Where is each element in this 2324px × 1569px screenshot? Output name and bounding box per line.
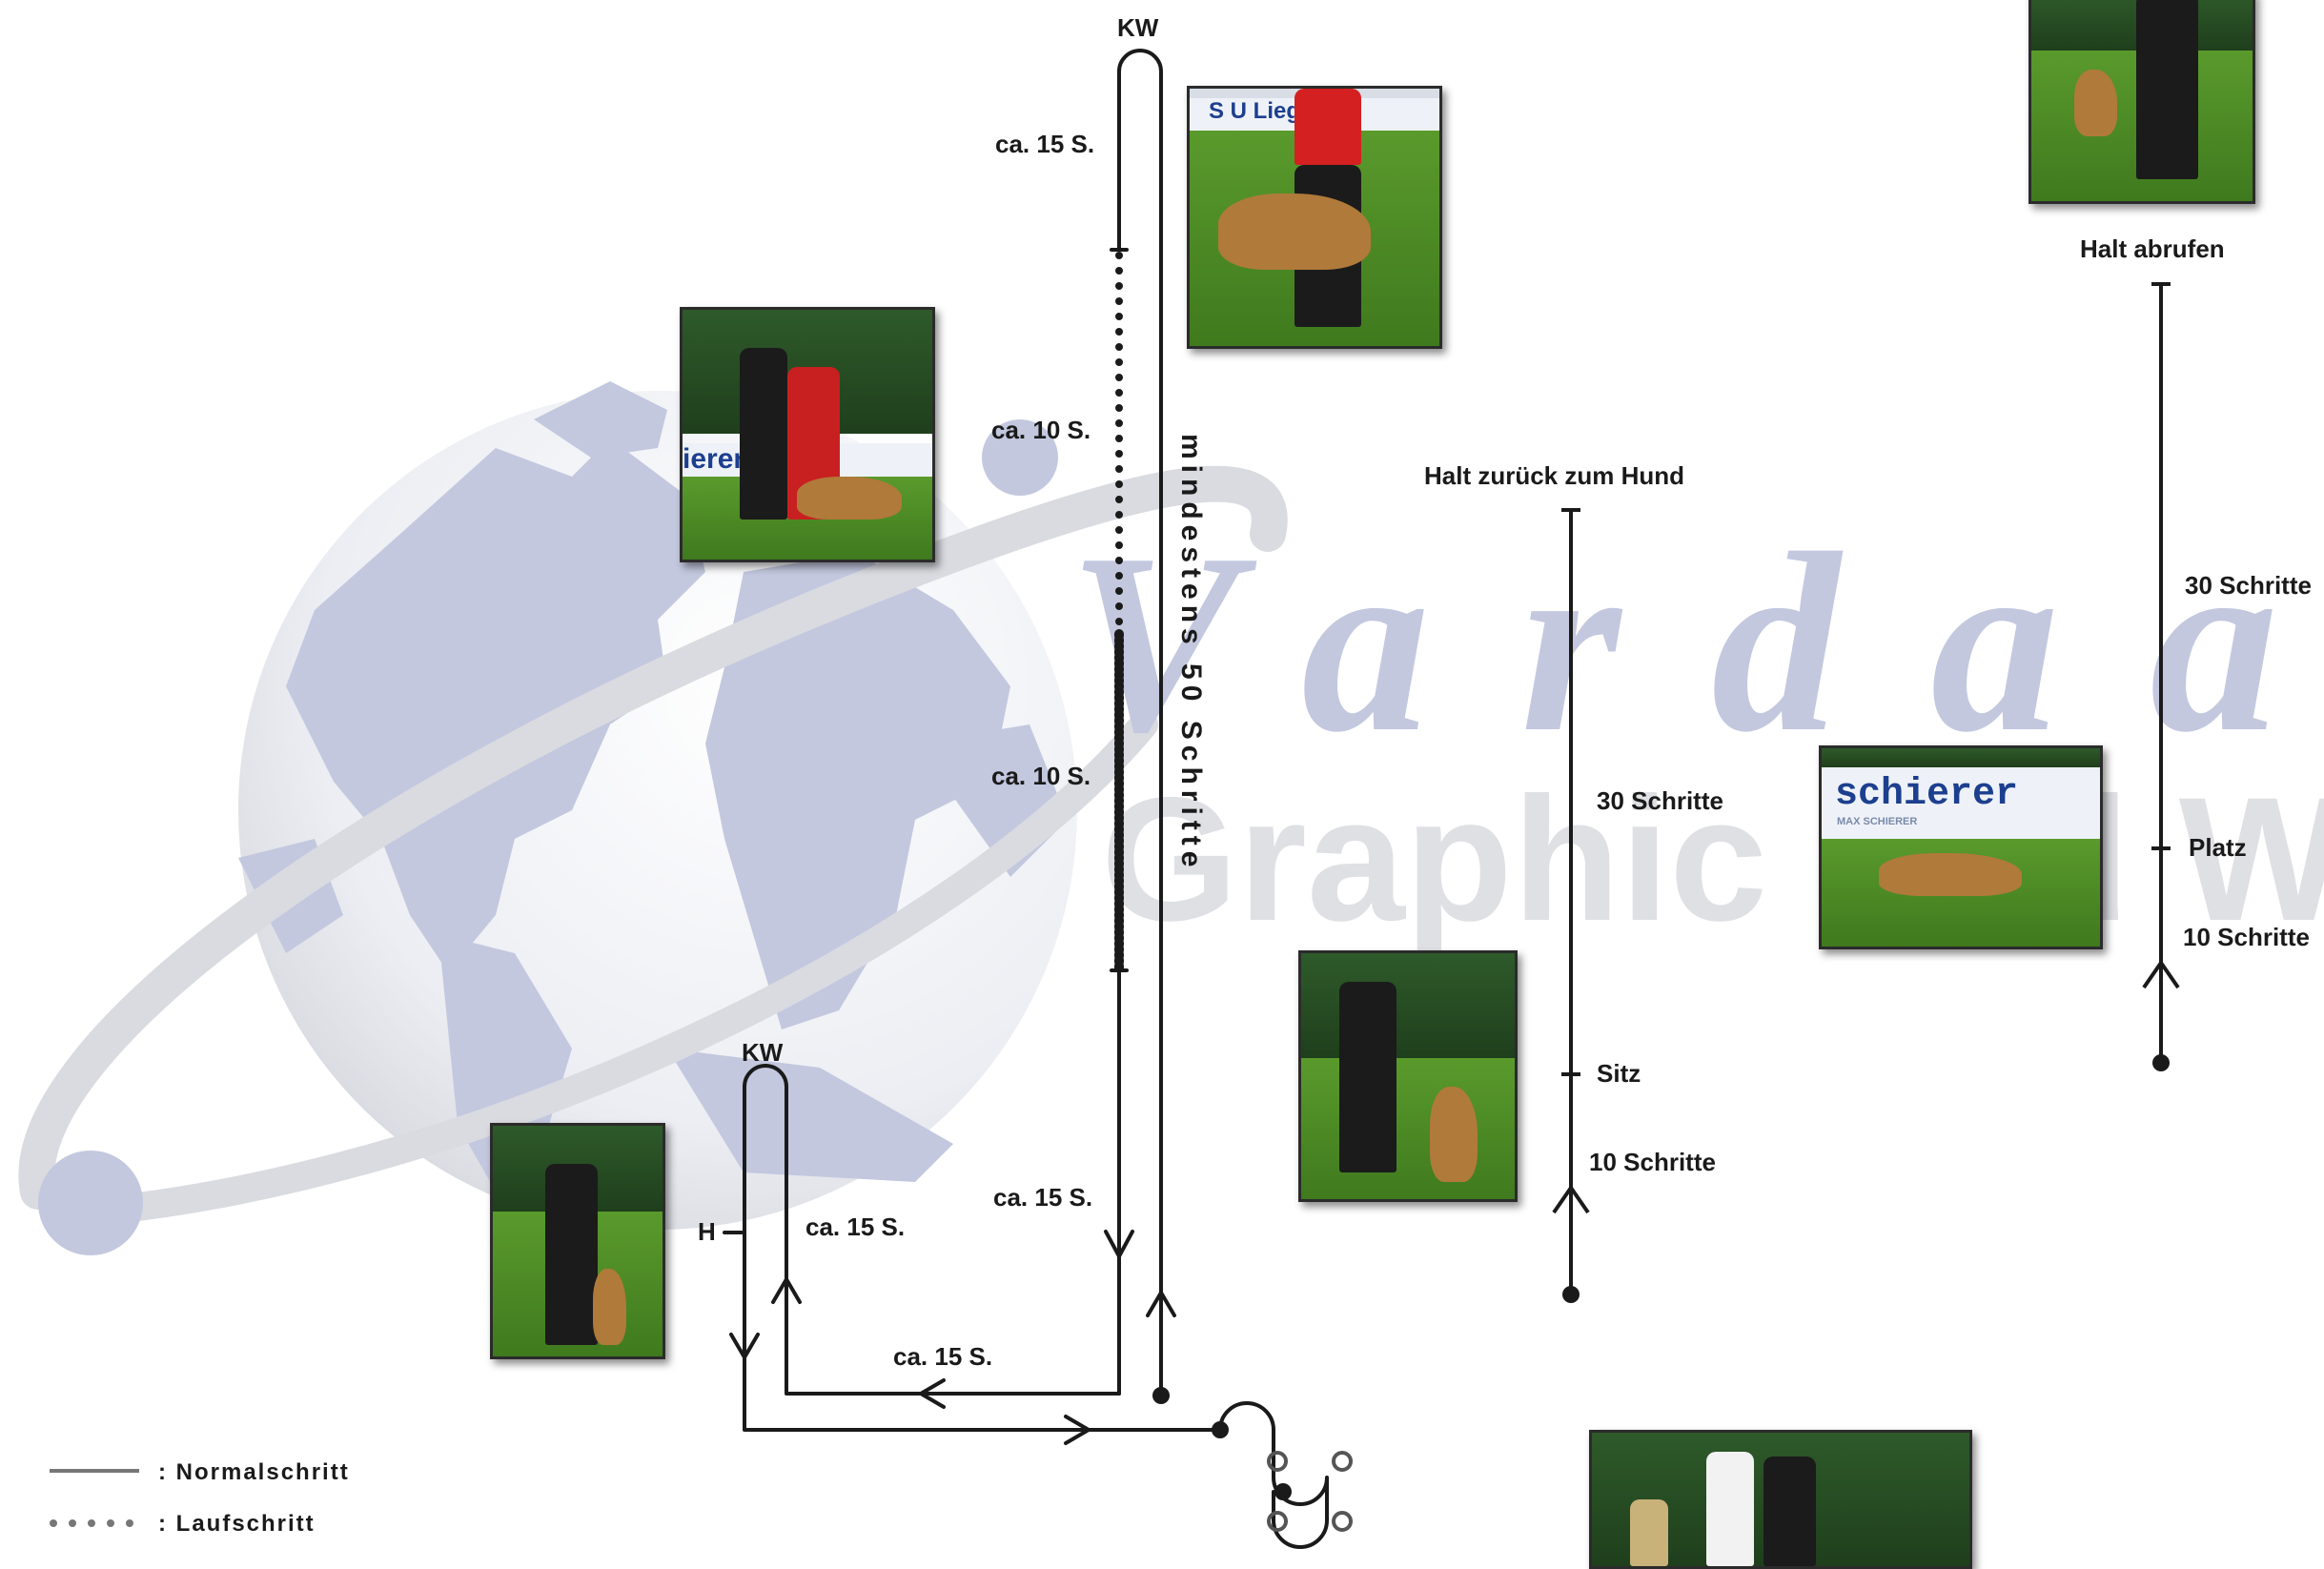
- photo-sit: [1298, 950, 1518, 1202]
- sit-10-steps: 10 Schritte: [1589, 1148, 1716, 1176]
- sit-start: [1562, 1286, 1580, 1303]
- down-30-steps: 30 Schritte: [2185, 571, 2312, 600]
- label-15s-top: ca. 15 S.: [995, 130, 1094, 158]
- down-10-steps: 10 Schritte: [2183, 923, 2310, 951]
- sit-title: Halt zurück zum Hund: [1424, 461, 1684, 490]
- photo-basic-position: [490, 1123, 665, 1359]
- photo-down: schierer MAX SCHIERER: [1819, 745, 2103, 949]
- label-15s-bottom: ca. 15 S.: [893, 1342, 992, 1371]
- cone-markers: [1267, 1451, 1353, 1532]
- arrow-left-icon: [919, 1378, 946, 1409]
- label-10s-lower: ca. 10 S.: [991, 762, 1091, 790]
- down-platz: Platz: [2189, 833, 2247, 862]
- kw-top-label: KW: [1117, 13, 1159, 42]
- arrow-down-icon: [1104, 1230, 1134, 1258]
- down-title: Halt abrufen: [2080, 234, 2225, 263]
- legend-lauf-dots: [50, 1519, 133, 1527]
- label-15s-left: ca. 15 S.: [805, 1212, 905, 1241]
- legend-lauf-label: : Laufschritt: [158, 1511, 316, 1537]
- arrow-up-icon: [2142, 959, 2180, 989]
- banner-schierer: schierer MAX SCHIERER: [1822, 767, 2100, 839]
- sit-30-steps: 30 Schritte: [1597, 786, 1723, 815]
- banner-schierer-title: schierer: [1835, 773, 2019, 816]
- kw-left-label: KW: [742, 1038, 784, 1067]
- photo-heelwork-top: S U Liegl: [1187, 86, 1442, 349]
- vertical-note: mindestens 50 Schritte: [1175, 434, 1207, 872]
- arrow-up-icon: [1146, 1291, 1176, 1317]
- arrow-right-icon: [1064, 1415, 1091, 1445]
- photo-recall-top: [2028, 0, 2255, 204]
- h-marker-label: H: [698, 1217, 716, 1246]
- start-point: [1152, 1387, 1170, 1404]
- photo-group-bottom: [1589, 1430, 1972, 1569]
- arrow-up-icon: [1552, 1184, 1590, 1214]
- arrow-up-icon: [771, 1277, 802, 1304]
- course-path-main: [1117, 49, 1163, 1396]
- legend-normal-label: : Normalschritt: [158, 1459, 350, 1485]
- label-10s-upper: ca. 10 S.: [991, 416, 1091, 444]
- watermark-word-vardaa: Vardaa: [1068, 500, 2324, 785]
- arrow-down-icon: [729, 1333, 760, 1359]
- down-start: [2152, 1054, 2170, 1071]
- banner-schierer-sub: MAX SCHIERER: [1837, 816, 1918, 827]
- watermark-word-graphic: Graphic and Web: [1101, 762, 2324, 958]
- label-15s-right: ca. 15 S.: [993, 1183, 1092, 1212]
- sit-label: Sitz: [1597, 1059, 1641, 1088]
- photo-heelwork-left: ierer: [680, 307, 935, 562]
